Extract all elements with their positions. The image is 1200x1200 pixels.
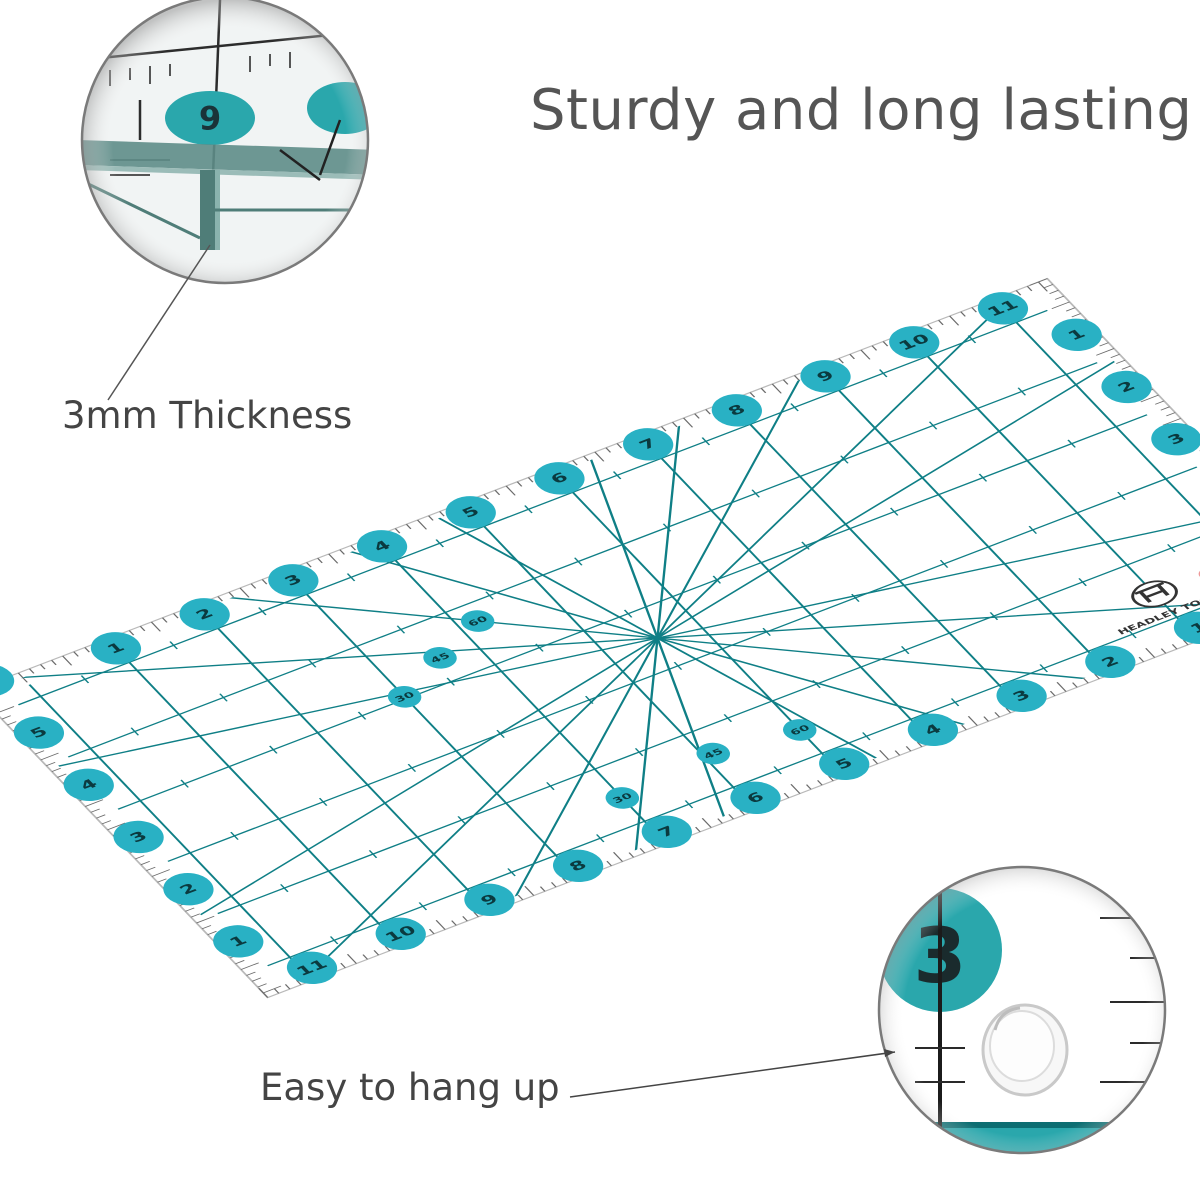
- ruler-number-long-top: 4: [356, 530, 408, 563]
- ruler-number-long-bottom: 8: [552, 849, 604, 883]
- ruler-number-long-top: 2: [179, 598, 230, 631]
- ruler-number-long-bottom: 3: [996, 679, 1047, 713]
- quilting-ruler: 1122334455667788991010111111223344556630…: [0, 277, 1200, 999]
- ruler-number-long-bottom: 11: [286, 951, 338, 985]
- ruler-number-long-top: 11: [977, 292, 1029, 325]
- ruler-number-short-left: 2: [163, 872, 214, 906]
- hang-up-callout: Easy to hang up: [260, 1066, 560, 1109]
- ruler-number-long-top: 5: [445, 496, 496, 529]
- thickness-pointer: [107, 244, 211, 401]
- ruler-number-long-top: 3: [268, 564, 319, 597]
- ruler-number-long-bottom: 6: [730, 781, 781, 815]
- ruler-number-short-left: 3: [113, 820, 164, 854]
- ruler-number-long-bottom: 2: [1085, 645, 1136, 679]
- ruler-number-long-top: 1: [90, 632, 142, 665]
- angle-label: 30: [605, 787, 640, 809]
- thickness-zoom: 6: [80, 0, 370, 401]
- ruler-number-long-top: 9: [800, 360, 851, 393]
- ruler-number-long-bottom: 10: [375, 917, 426, 951]
- ruler-number-long-top: 10: [889, 326, 940, 359]
- ruler-number-short-right: 2: [1101, 370, 1152, 404]
- angle-label: 45: [696, 742, 730, 765]
- ruler-number-long-bottom: 7: [641, 815, 692, 849]
- ruler-number-short-left: 5: [13, 716, 65, 749]
- ruler-number-short-right: 3: [1151, 422, 1200, 456]
- angle-label: 60: [460, 610, 495, 632]
- headline: Sturdy and long lasting: [530, 78, 1193, 143]
- angle-label: 60: [782, 719, 817, 741]
- ruler-number-short-left: 4: [63, 768, 114, 801]
- ruler-number-long-top: 7: [623, 428, 674, 461]
- thickness-callout: 3mm Thickness: [62, 394, 353, 437]
- hang-pointer: [569, 1051, 896, 1098]
- ruler-number-short-left: 6: [0, 664, 15, 697]
- ruler-number-long-bottom: 4: [907, 713, 959, 747]
- hang-hole-zoom: 3: [569, 865, 1167, 1155]
- ruler-number-long-bottom: 9: [464, 883, 515, 917]
- ruler-number-long-top: 6: [534, 462, 585, 495]
- angle-label: 45: [423, 646, 457, 669]
- ruler-number-long-bottom: 1: [1173, 611, 1200, 645]
- ruler-number-short-left: 1: [213, 925, 264, 958]
- ruler-number-long-bottom: 5: [819, 747, 870, 781]
- angle-label: 30: [387, 686, 422, 708]
- ruler-number-short-right: 1: [1051, 318, 1102, 351]
- ruler-number-long-top: 8: [711, 394, 762, 427]
